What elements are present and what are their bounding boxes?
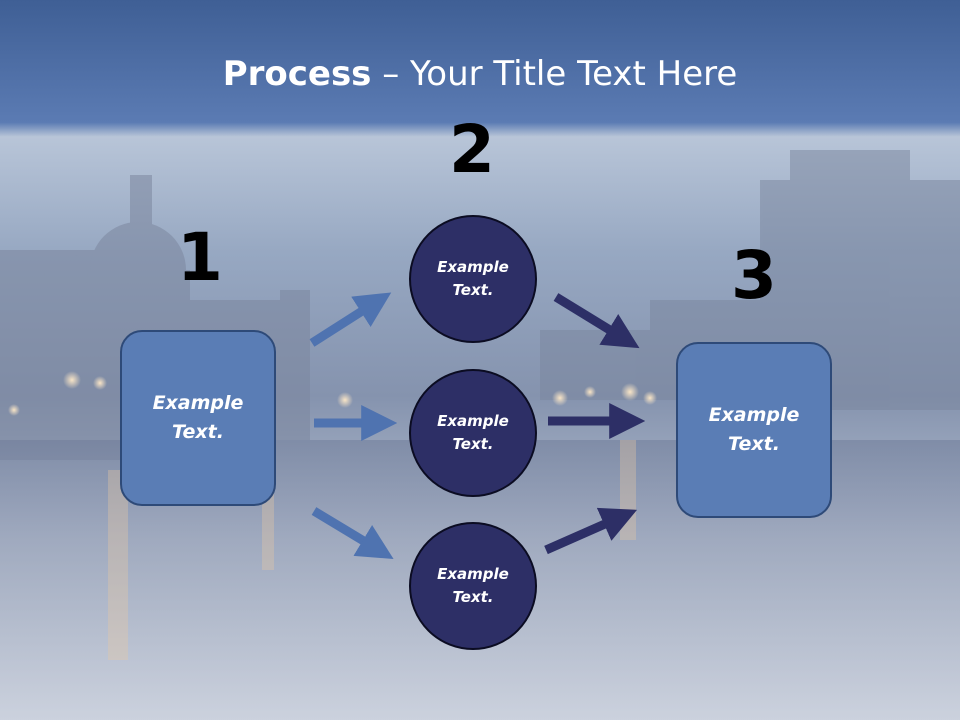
arrow-from-bottom-circle (544, 507, 638, 555)
process-circle-top: Example Text. (409, 215, 537, 343)
step-number-2: 2 (449, 111, 495, 188)
process-circle-middle: Example Text. (409, 369, 537, 497)
title-rest: – Your Title Text Here (371, 54, 738, 94)
step-1-box: Example Text. (120, 330, 276, 506)
title-bold: Process (222, 54, 372, 94)
arrow-to-top-circle (309, 292, 392, 347)
slide-title: Process – Your Title Text Here (0, 50, 960, 98)
arrow-from-top-circle (553, 293, 640, 349)
step-3-box: Example Text. (676, 342, 832, 518)
step-number-1: 1 (177, 219, 223, 296)
process-circle-bottom: Example Text. (409, 522, 537, 650)
step-number-3: 3 (731, 237, 777, 314)
arrow-to-bottom-circle (311, 507, 394, 560)
